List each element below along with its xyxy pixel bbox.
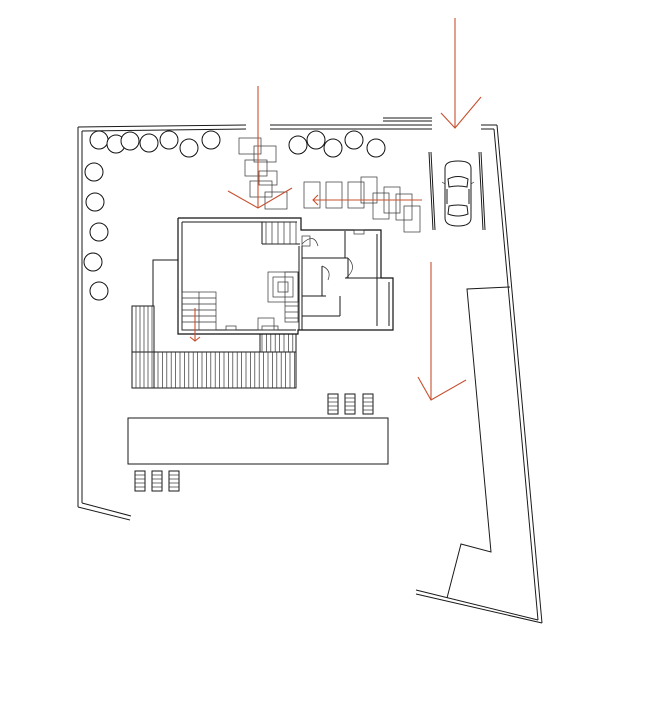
arrow-down-icon — [440, 18, 482, 129]
chair-icon — [151, 470, 163, 492]
arrow-left-icon — [312, 194, 422, 206]
house-floor-plan — [177, 217, 394, 335]
arrow-down-icon — [189, 308, 201, 342]
chair-icon — [327, 393, 339, 415]
driveway-ramp — [446, 286, 511, 599]
row-of-trees — [83, 130, 386, 301]
chair-icon — [134, 470, 146, 492]
arrow-down-icon — [417, 262, 467, 401]
chair-icon — [362, 393, 374, 415]
stepping-stones — [238, 137, 421, 233]
site-boundary — [77, 117, 543, 624]
chair-icon — [168, 470, 180, 492]
flow-arrows — [189, 18, 482, 401]
tree-icon — [83, 130, 386, 301]
chair-icon — [344, 393, 356, 415]
car-icon — [441, 160, 475, 227]
arrow-down-icon — [227, 86, 293, 209]
chairs — [134, 393, 374, 492]
long-table — [127, 417, 389, 465]
